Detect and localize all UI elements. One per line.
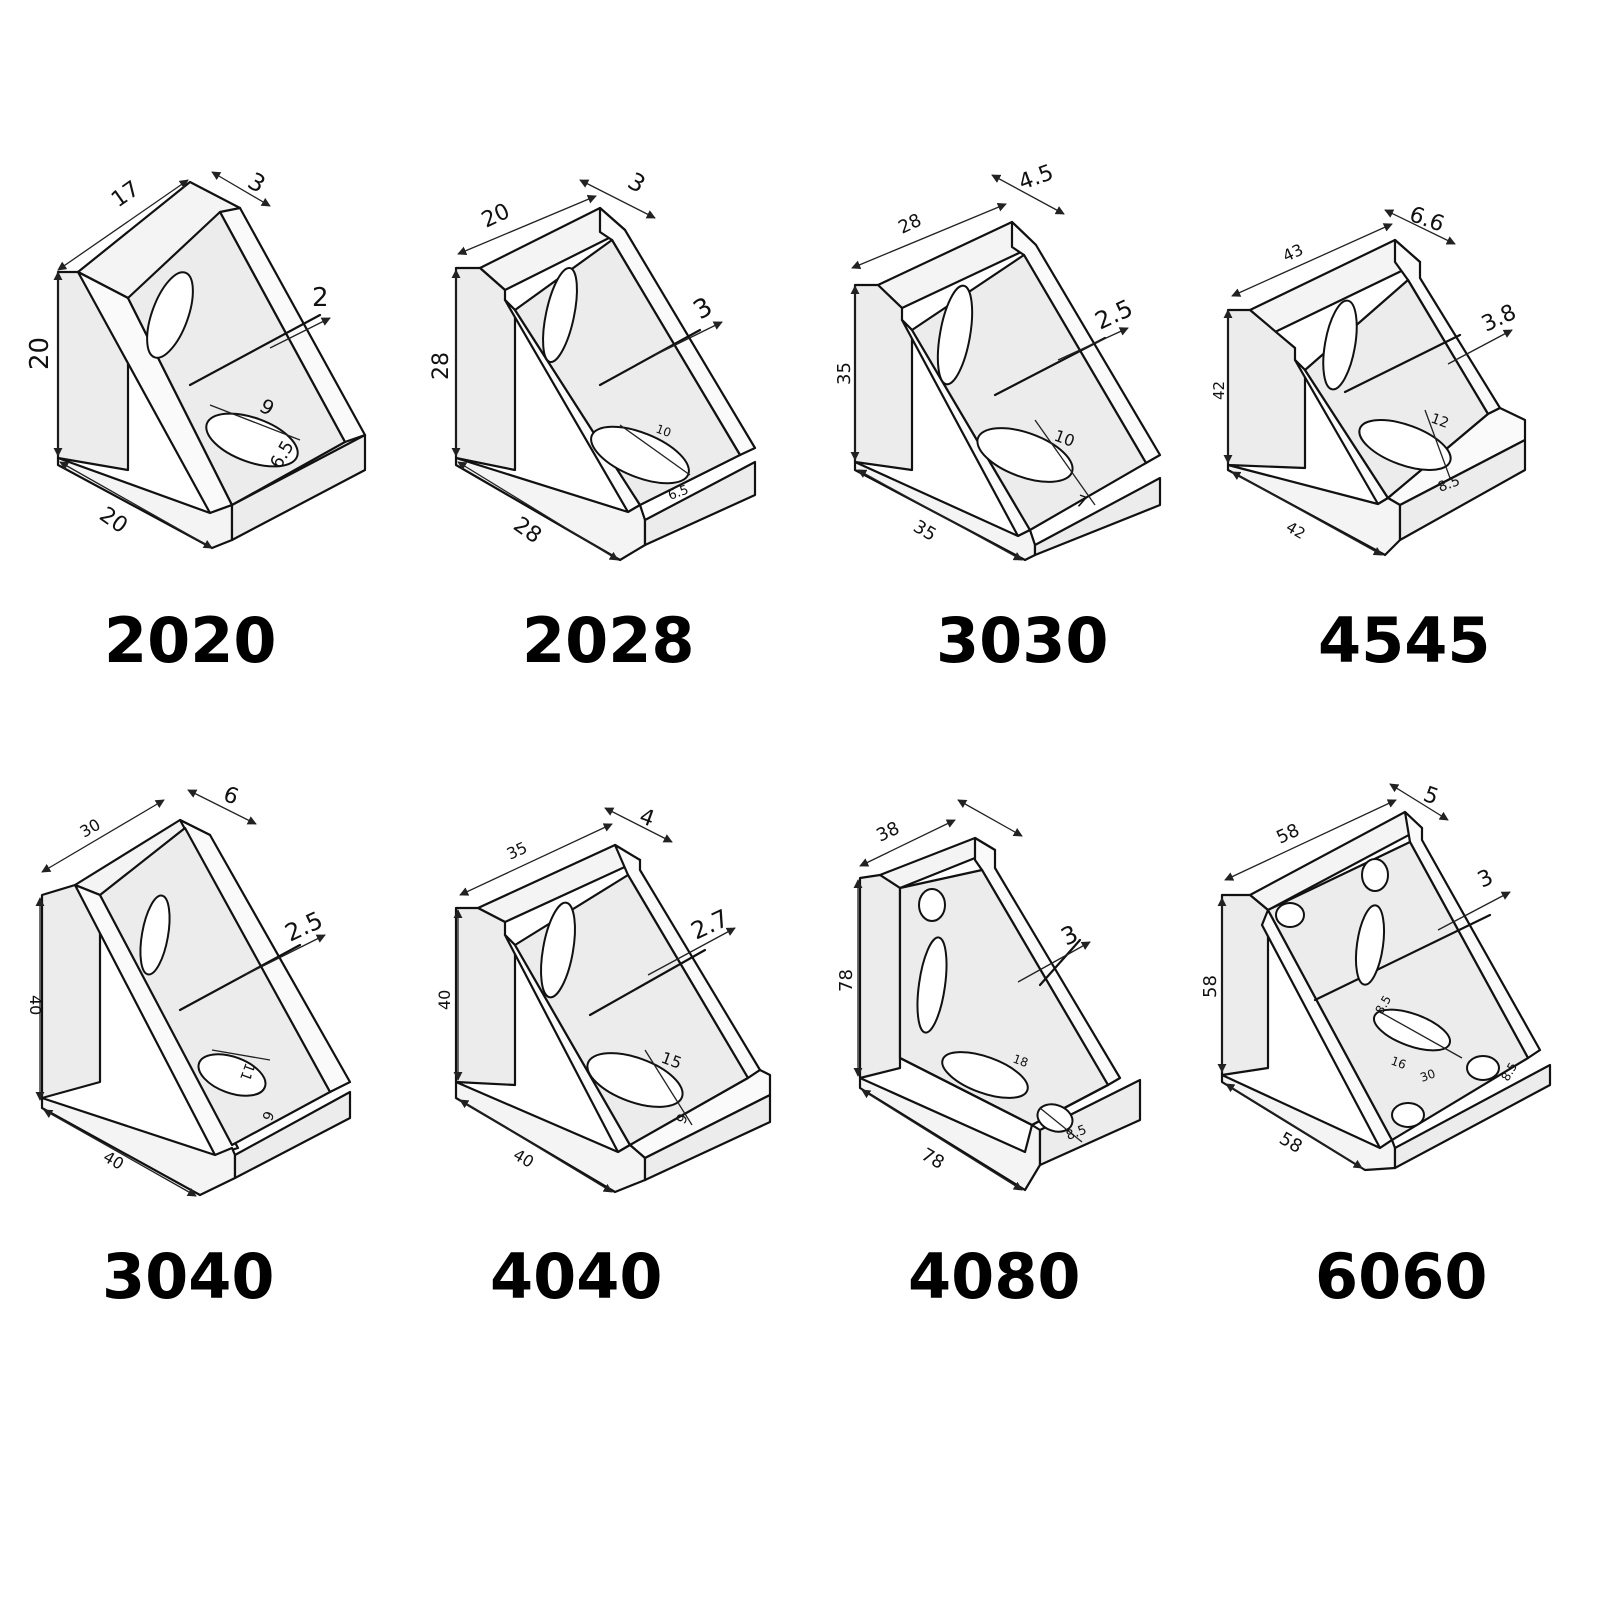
- bracket-6060-top-width: 58: [1273, 820, 1303, 849]
- bracket-4545: 43 6.6 42 3.8 42 12 8.5 4545: [1210, 202, 1527, 677]
- bracket-4040-thickness: 4: [636, 804, 658, 832]
- bracket-4545-thickness: 6.6: [1406, 202, 1447, 237]
- model-label-4545: 4545: [1318, 604, 1491, 677]
- bracket-2028-slot-len: 10: [654, 422, 673, 440]
- bracket-2028-height: 28: [429, 352, 454, 380]
- bracket-2028-depth: 28: [509, 512, 546, 549]
- model-label-2028: 2028: [522, 604, 695, 677]
- bracket-6060: 58 5 58 3 58 8.5 16 30 8.5 6060: [1200, 782, 1552, 1313]
- bracket-3030-rib: 2.5: [1091, 294, 1137, 336]
- bracket-4080-slot-len: 18: [1011, 1052, 1030, 1070]
- bracket-6060-height: 58: [1200, 975, 1221, 998]
- bracket-4080-depth: 78: [918, 1144, 948, 1174]
- bracket-3030-body: [853, 220, 1162, 562]
- bracket-6060-hole-spacing: 30: [1418, 1066, 1437, 1084]
- bracket-4040-height: 40: [435, 990, 454, 1010]
- bracket-3030-depth: 35: [910, 516, 940, 546]
- bracket-4080: 38 78 3 78 18 8.5 4080: [836, 799, 1142, 1313]
- bracket-3030-thickness: 4.5: [1016, 160, 1057, 195]
- bracket-3040-slot-len: 11: [236, 1061, 257, 1083]
- bracket-4545-slot-len: 12: [1429, 411, 1451, 432]
- bracket-4040-top-width: 35: [504, 838, 530, 864]
- bracket-2020-depth: 20: [95, 502, 132, 539]
- bracket-2020-thickness: 3: [243, 167, 270, 199]
- bracket-4080-height: 78: [836, 969, 857, 992]
- model-label-2020: 2020: [104, 604, 277, 677]
- bracket-2020-body: [56, 180, 367, 550]
- model-label-3030: 3030: [936, 604, 1109, 677]
- bracket-2028-slot-width: 6.5: [666, 483, 691, 504]
- bracket-6060-body: [1220, 810, 1552, 1172]
- bracket-6060-thickness: 5: [1420, 782, 1442, 810]
- bracket-6060-rib: 3: [1474, 865, 1497, 894]
- bracket-2028-rib: 3: [689, 292, 718, 326]
- bracket-4080-top-width: 38: [873, 818, 903, 847]
- bracket-2028: 20 3 28 3 28 10 6.5 2028: [429, 167, 757, 677]
- bracket-3040-thickness: 6: [220, 782, 242, 810]
- bracket-4545-body: [1226, 238, 1527, 557]
- bracket-2020-rib: 2: [312, 283, 329, 313]
- bracket-3040: 30 6 40 2.5 40 11 6 3040: [26, 782, 352, 1313]
- bracket-3040-rib: 2.5: [281, 906, 327, 948]
- bracket-6060-depth: 58: [1276, 1128, 1306, 1158]
- bracket-4545-rib: 3.8: [1478, 300, 1520, 337]
- bracket-4545-depth: 42: [1283, 518, 1309, 543]
- model-label-3040: 3040: [102, 1240, 275, 1313]
- bracket-3040-height: 40: [26, 995, 45, 1015]
- bracket-4545-slot-width: 8.5: [1436, 473, 1462, 496]
- bracket-4040-depth: 40: [510, 1145, 537, 1172]
- bracket-3030-height: 35: [834, 362, 855, 385]
- bracket-2020-top-width: 17: [107, 176, 144, 213]
- bracket-4545-top-width: 43: [1280, 240, 1306, 266]
- bracket-2020: 17 3 20 2 20 9 6.5 2020: [25, 167, 367, 677]
- bracket-2028-body: [454, 206, 757, 562]
- bracket-4080-slot-width: 8.5: [1064, 1123, 1089, 1144]
- bracket-4040-body: [454, 843, 772, 1194]
- model-label-4040: 4040: [490, 1240, 663, 1313]
- bracket-4080-body: [858, 836, 1142, 1192]
- bracket-2020-height: 20: [25, 337, 55, 370]
- bracket-4545-height: 42: [1210, 381, 1228, 400]
- bracket-2028-top-width: 20: [478, 199, 514, 233]
- model-label-4080: 4080: [908, 1240, 1081, 1313]
- bracket-3030: 28 4.5 35 2.5 35 10 7 3030: [834, 160, 1162, 677]
- bracket-3040-body: [40, 818, 352, 1197]
- bracket-6060-slot-len: 16: [1389, 1054, 1408, 1072]
- model-label-6060: 6060: [1315, 1240, 1488, 1313]
- bracket-4040: 35 4 40 2.7 40 15 9 4040: [435, 804, 772, 1313]
- bracket-3030-top-width: 28: [895, 210, 925, 239]
- bracket-4040-rib: 2.7: [687, 904, 733, 946]
- bracket-2028-thickness: 3: [623, 167, 650, 199]
- bracket-4080-rib: 3: [1057, 920, 1083, 952]
